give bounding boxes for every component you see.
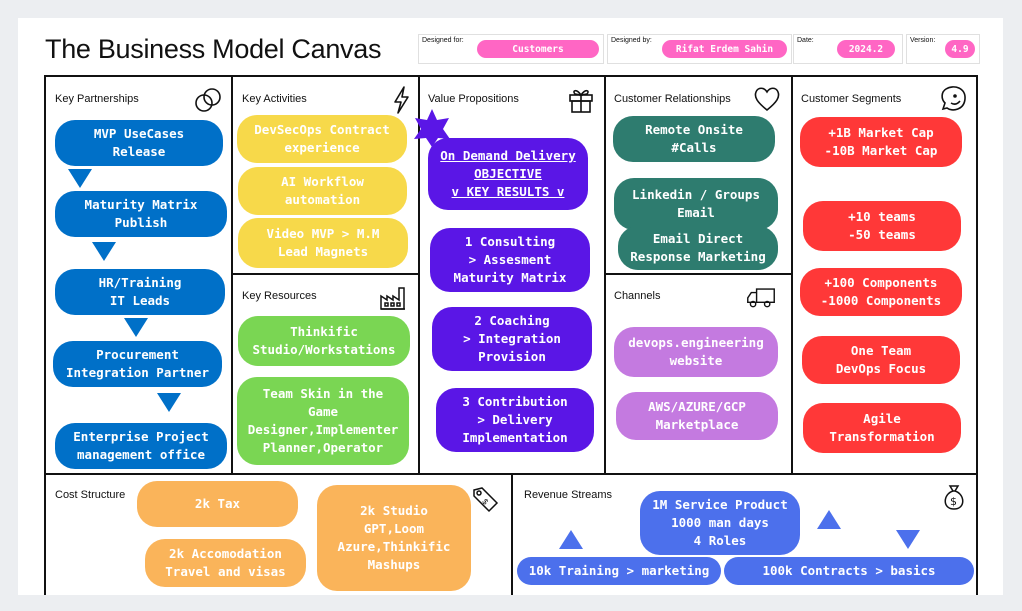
money-bag-icon: $ xyxy=(944,485,964,510)
key-partnerships-item[interactable]: Enterprise Project management office xyxy=(55,423,227,469)
value-proposition-item[interactable]: 2 Coaching > Integration Provision xyxy=(432,307,592,371)
divider xyxy=(511,474,513,595)
designed-by-label: Designed by: xyxy=(611,37,652,44)
flow-arrow xyxy=(157,393,181,412)
value-proposition-item[interactable]: 3 Contribution > Delivery Implementation xyxy=(436,388,594,452)
key-partnerships-item[interactable]: Procurement Integration Partner xyxy=(53,341,222,387)
key-resources-item[interactable]: Thinkific Studio/Workstations xyxy=(238,316,410,366)
key-activities-title: Key Activities xyxy=(242,93,307,105)
divider xyxy=(418,76,420,474)
flow-arrow xyxy=(817,510,841,529)
key-partnerships-title: Key Partnerships xyxy=(55,93,139,105)
tag-icon: $ xyxy=(473,487,499,513)
value-proposition-item[interactable]: 1 Consulting > Assesment Maturity Matrix xyxy=(430,228,590,292)
designed-for-label: Designed for: xyxy=(422,37,464,44)
gift-icon xyxy=(569,89,593,113)
business-model-canvas xyxy=(44,75,978,595)
flow-arrow xyxy=(896,530,920,549)
face-icon xyxy=(941,86,966,111)
channels-title: Channels xyxy=(614,290,661,302)
cost-structure-item[interactable]: 2k Tax xyxy=(137,481,298,527)
date-value[interactable]: 2024.2 xyxy=(837,40,895,58)
link-icon xyxy=(195,88,221,112)
customer-segments-item[interactable]: One Team DevOps Focus xyxy=(802,336,960,384)
svg-text:$: $ xyxy=(950,495,957,508)
cost-structure-title: Cost Structure xyxy=(55,489,126,501)
cost-structure-item[interactable]: 2k Accomodation Travel and visas xyxy=(145,539,306,587)
designed-by-value[interactable]: Rifat Erdem Sahin xyxy=(662,40,787,58)
value-propositions-title: Value Propositions xyxy=(428,93,519,105)
page-title: The Business Model Canvas xyxy=(45,34,382,64)
cost-structure-item[interactable]: 2k Studio GPT,Loom Azure,Thinkific Mashu… xyxy=(317,485,471,591)
svg-text:$: $ xyxy=(480,497,490,507)
key-partnerships-item[interactable]: Maturity Matrix Publish xyxy=(55,191,227,237)
revenue-streams-item[interactable]: 100k Contracts > basics xyxy=(724,557,974,585)
revenue-streams-item[interactable]: 10k Training > marketing xyxy=(517,557,721,585)
version-label: Version: xyxy=(910,37,936,44)
key-activities-item[interactable]: DevSecOps Contract experience xyxy=(237,115,407,163)
flow-arrow xyxy=(559,530,583,549)
customer-segments-item[interactable]: +10 teams -50 teams xyxy=(803,201,961,251)
revenue-streams-item[interactable]: 1M Service Product 1000 man days 4 Roles xyxy=(640,491,800,555)
customer-relationships-title: Customer Relationships xyxy=(614,93,731,105)
value-proposition-objective[interactable]: On Demand Delivery OBJECTIVE v KEY RESUL… xyxy=(428,138,588,210)
date-box: Date: 2024.2 xyxy=(793,34,903,64)
revenue-streams-title: Revenue Streams xyxy=(524,489,613,501)
key-partnerships-item[interactable]: HR/Training IT Leads xyxy=(55,269,225,315)
lightning-icon xyxy=(394,86,409,114)
channels-item[interactable]: AWS/AZURE/GCP Marketplace xyxy=(616,392,778,440)
objective-line: OBJECTIVE xyxy=(474,166,542,181)
customer-segments-title: Customer Segments xyxy=(801,93,902,105)
designed-by-box: Designed by: Rifat Erdem Sahin xyxy=(607,34,792,64)
key-partnerships-item[interactable]: MVP UseCases Release xyxy=(55,120,223,166)
flow-arrow xyxy=(68,169,92,188)
objective-line: v KEY RESULTS v xyxy=(451,184,565,199)
key-activities-item[interactable]: Video MVP > M.M Lead Magnets xyxy=(238,218,408,268)
date-label: Date: xyxy=(797,37,814,44)
version-value[interactable]: 4.9 xyxy=(945,40,975,58)
designed-for-box: Designed for: Customers xyxy=(418,34,604,64)
divider xyxy=(45,473,977,475)
divider xyxy=(231,273,419,275)
designed-for-value[interactable]: Customers xyxy=(477,40,599,58)
customer-segments-item[interactable]: +1B Market Cap -10B Market Cap xyxy=(800,117,962,167)
divider xyxy=(604,76,606,474)
customer-segments-item[interactable]: Agile Transformation xyxy=(803,403,961,453)
channels-item[interactable]: devops.engineering website xyxy=(614,327,778,377)
key-resources-title: Key Resources xyxy=(242,290,317,302)
divider xyxy=(604,273,792,275)
customer-segments-item[interactable]: +100 Components -1000 Components xyxy=(800,268,962,316)
customer-relationships-item[interactable]: Email Direct Response Marketing xyxy=(618,226,778,270)
objective-line: On Demand Delivery xyxy=(440,148,576,163)
star-icon xyxy=(414,109,450,147)
flow-arrow xyxy=(124,318,148,337)
truck-icon xyxy=(747,288,775,308)
factory-icon xyxy=(380,287,405,310)
divider xyxy=(791,76,793,474)
customer-relationships-item[interactable]: Linkedin / Groups Email xyxy=(614,178,778,230)
version-box: Version: 4.9 xyxy=(906,34,980,64)
heart-icon xyxy=(754,87,780,112)
key-activities-item[interactable]: AI Workflow automation xyxy=(238,167,407,215)
divider xyxy=(231,76,233,474)
customer-relationships-item[interactable]: Remote Onsite #Calls xyxy=(613,116,775,162)
key-resources-item[interactable]: Team Skin in the Game Designer,Implement… xyxy=(237,377,409,465)
flow-arrow xyxy=(92,242,116,261)
